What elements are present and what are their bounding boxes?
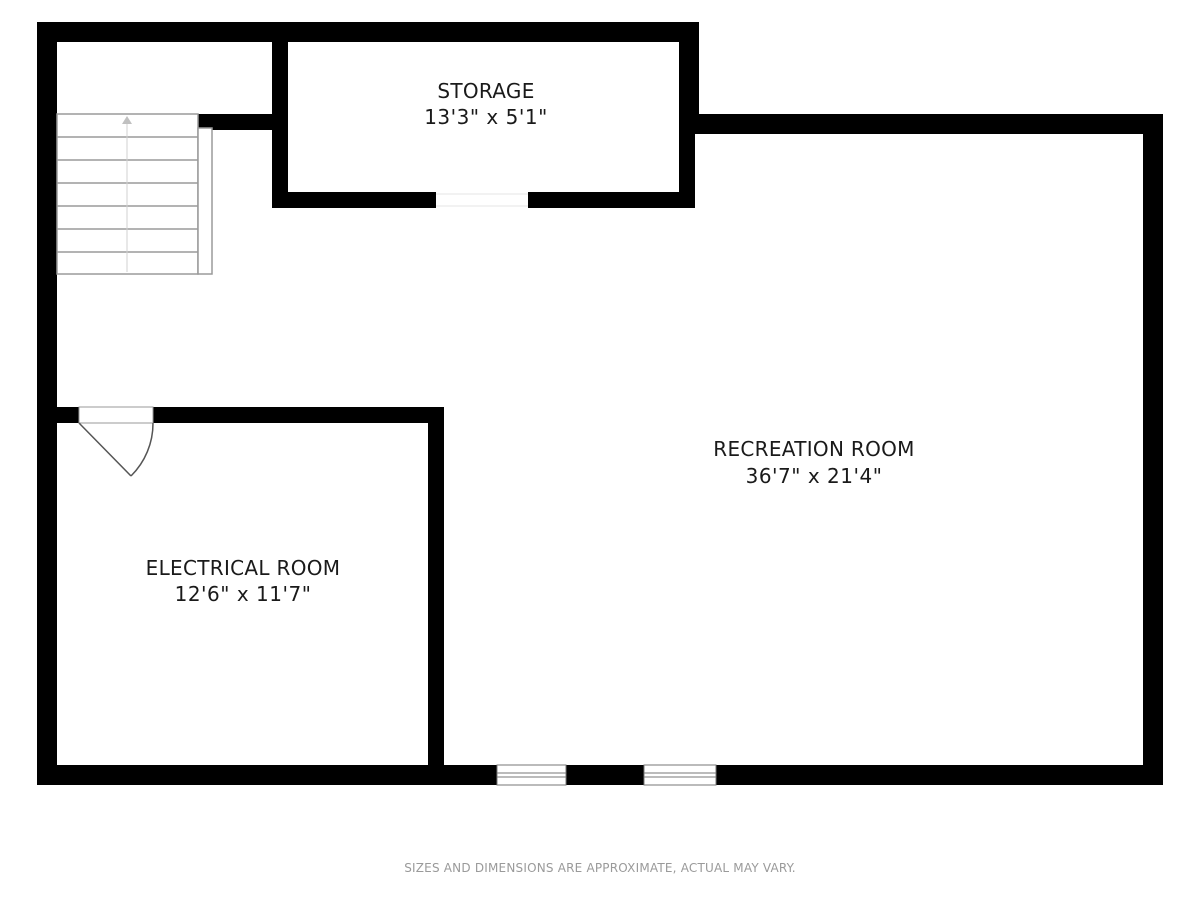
door-leaf [78,422,132,477]
window [496,764,567,786]
storage-opening [436,193,528,207]
electrical-room-name: ELECTRICAL ROOM [146,556,341,580]
electrical-top-wall-stub [37,407,79,423]
storage-right-wall [679,22,695,208]
interior-walls [37,22,695,785]
recreation-room-dimensions: 36'7" x 21'4" [746,464,883,488]
exterior-walls [37,22,1163,785]
door-frame [78,406,154,424]
right-exterior-wall [1143,114,1163,784]
storage-room-name: STORAGE [437,79,534,103]
electrical-label: ELECTRICAL ROOM 12'6" x 11'7" [146,556,341,606]
storage-label: STORAGE 13'3" x 5'1" [424,79,548,129]
stair-direction-arrow-icon [122,116,132,124]
top-exterior-wall [37,22,699,42]
left-exterior-wall [37,22,57,784]
storage-room-dimensions: 13'3" x 5'1" [424,105,548,129]
storage-bottom-wall-left [272,192,436,208]
windows [496,764,717,786]
recreation-top-wall [679,114,1163,134]
electrical-top-wall [153,407,442,423]
recreation-room-name: RECREATION ROOM [713,437,914,461]
stair-landing-wall [198,114,288,130]
stair-rail [197,127,213,275]
storage-bottom-wall-right [528,192,695,208]
electrical-door [78,406,154,477]
door-swing-arc [130,422,154,477]
staircase [56,113,213,275]
window [643,764,717,786]
bottom-exterior-wall [37,765,1163,785]
electrical-right-wall [428,407,444,785]
disclaimer-text: SIZES AND DIMENSIONS ARE APPROXIMATE, AC… [404,861,796,875]
recreation-label: RECREATION ROOM 36'7" x 21'4" [713,437,914,488]
electrical-room-dimensions: 12'6" x 11'7" [175,582,312,606]
